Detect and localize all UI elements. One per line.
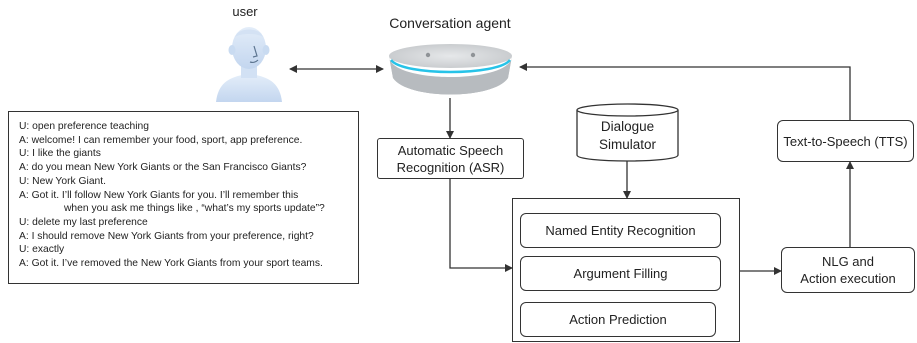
- dialogue-line: A: I should remove New York Giants from …: [19, 230, 314, 242]
- argument-filling-box: Argument Filling: [520, 256, 721, 291]
- asr-box: Automatic Speech Recognition (ASR): [377, 138, 524, 179]
- agent-label: Conversation agent: [389, 15, 511, 31]
- dialogue-transcript: U: open preference teaching A: welcome! …: [8, 111, 359, 284]
- tts-to-agent-arrow: [519, 63, 851, 120]
- tts-box: Text-to-Speech (TTS): [777, 120, 914, 162]
- named-entity-recognition-box: Named Entity Recognition: [520, 213, 721, 248]
- dialogue-line: A: Got it. I’ve removed the New York Gia…: [19, 258, 323, 270]
- dialogue-line: U: delete my last preference: [19, 216, 148, 228]
- dialogue-line: U: I like the giants: [19, 148, 101, 160]
- simulator-label-line1: Dialogue: [600, 119, 655, 134]
- simulator-label-line2: Simulator: [598, 137, 657, 152]
- dialogue-simulator-cylinder: Dialogue Simulator: [576, 103, 679, 162]
- asr-label-line1: Automatic Speech: [397, 142, 504, 158]
- dialogue-line: when you ask me things like , “what’s my…: [64, 203, 325, 215]
- dialogue-line: A: Got it. I’ll follow New York Giants f…: [19, 189, 299, 201]
- action-prediction-box: Action Prediction: [520, 302, 716, 337]
- dialogue-line: U: exactly: [19, 244, 65, 256]
- asr-label-line2: Recognition (ASR): [396, 159, 505, 175]
- dialogue-line: U: New York Giant.: [19, 175, 106, 187]
- user-label: user: [232, 4, 258, 19]
- asr-to-nlu-arrow: [449, 178, 513, 272]
- nlg-label-line2: Action execution: [800, 271, 896, 286]
- dialogue-line: A: welcome! I can remember your food, sp…: [19, 134, 303, 146]
- nlg-action-execution-box: NLG and Action execution: [781, 247, 915, 293]
- dialogue-line: U: open preference teaching: [19, 121, 149, 132]
- user-avatar-icon: [214, 22, 284, 102]
- nlg-label-line1: NLG and: [821, 254, 875, 269]
- dialogue-line: A: do you mean New York Giants or the Sa…: [19, 162, 307, 174]
- smart-speaker-icon: [383, 38, 518, 100]
